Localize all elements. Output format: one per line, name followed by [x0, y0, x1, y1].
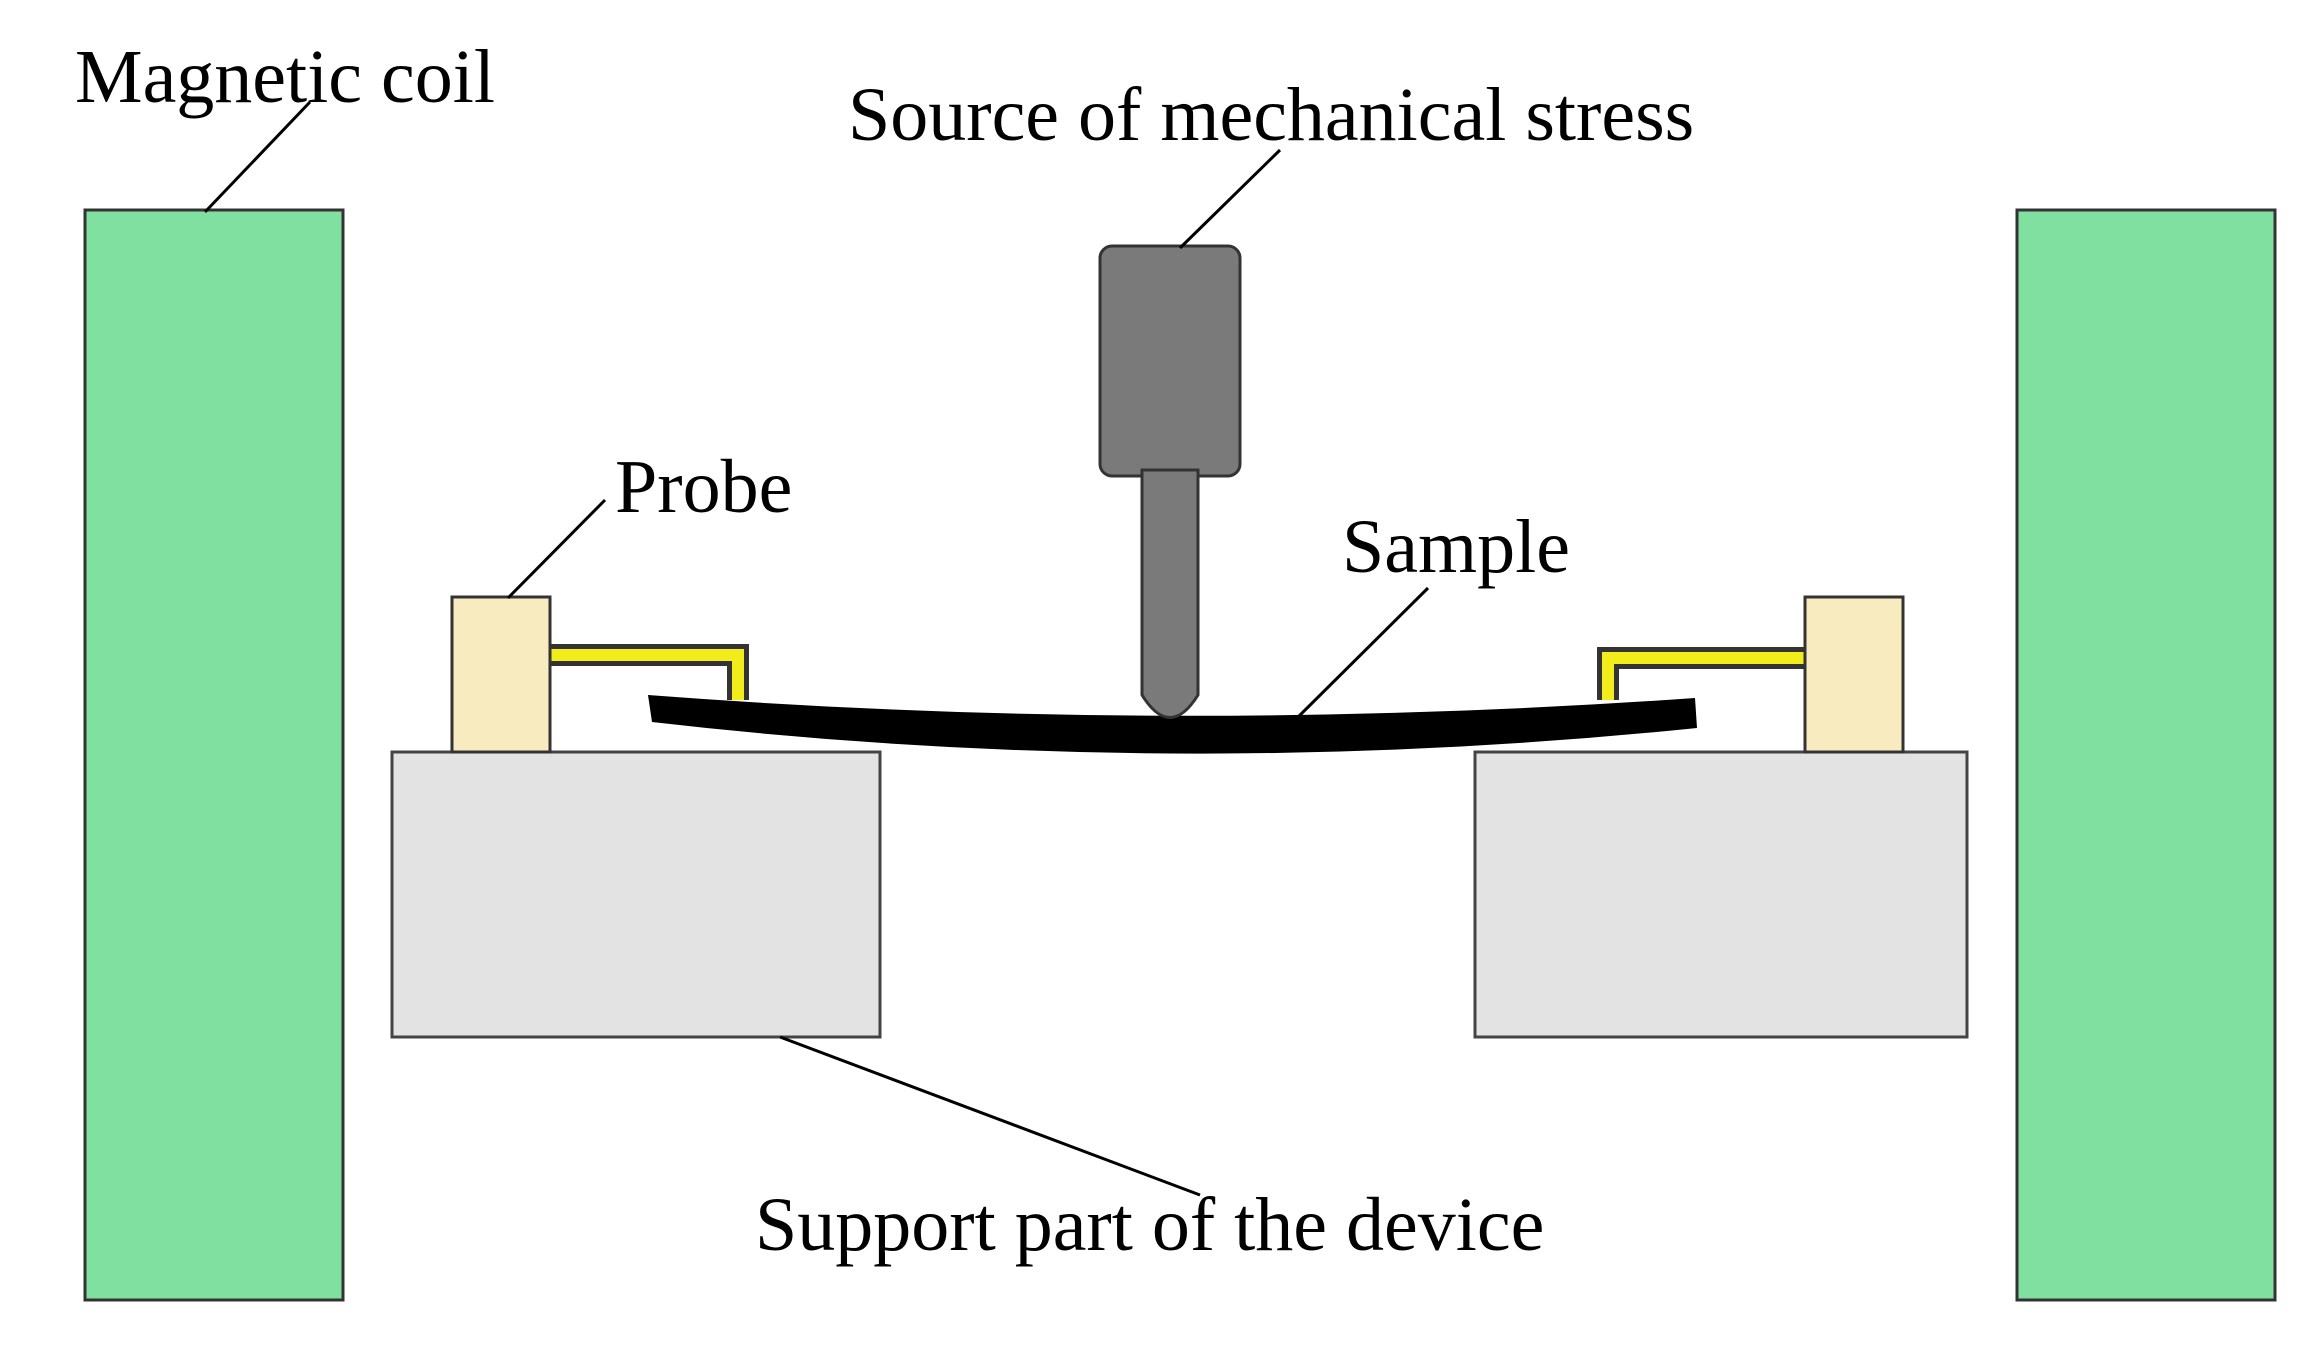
probe-block-right [1803, 595, 1905, 754]
sample [648, 695, 1697, 754]
label-probe: Probe [615, 445, 792, 529]
label-sample: Sample [1342, 505, 1570, 589]
label-stress-source: Source of mechanical stress [848, 73, 1694, 157]
leader-magnetic-coil [203, 100, 312, 214]
leader-support [779, 1035, 1201, 1197]
probe-wire-left [548, 644, 749, 700]
magnetic-coil-left [83, 208, 345, 1302]
probe-wire-right [1597, 647, 1805, 700]
support-part-left [390, 750, 882, 1039]
label-magnetic-coil: Magnetic coil [75, 35, 495, 119]
leader-sample [1288, 586, 1430, 727]
leader-stress-source [1178, 148, 1282, 250]
probe-wire-left-core [548, 649, 744, 700]
label-support: Support part of the device [755, 1183, 1544, 1267]
support-part-right [1473, 750, 1969, 1039]
stress-source-tip [1140, 468, 1200, 719]
probe-block-left [450, 595, 552, 754]
stress-source-body [1098, 244, 1242, 478]
leader-probe [506, 498, 607, 600]
probe-wire-right-core [1602, 652, 1805, 700]
magnetic-coil-right [2015, 208, 2277, 1302]
